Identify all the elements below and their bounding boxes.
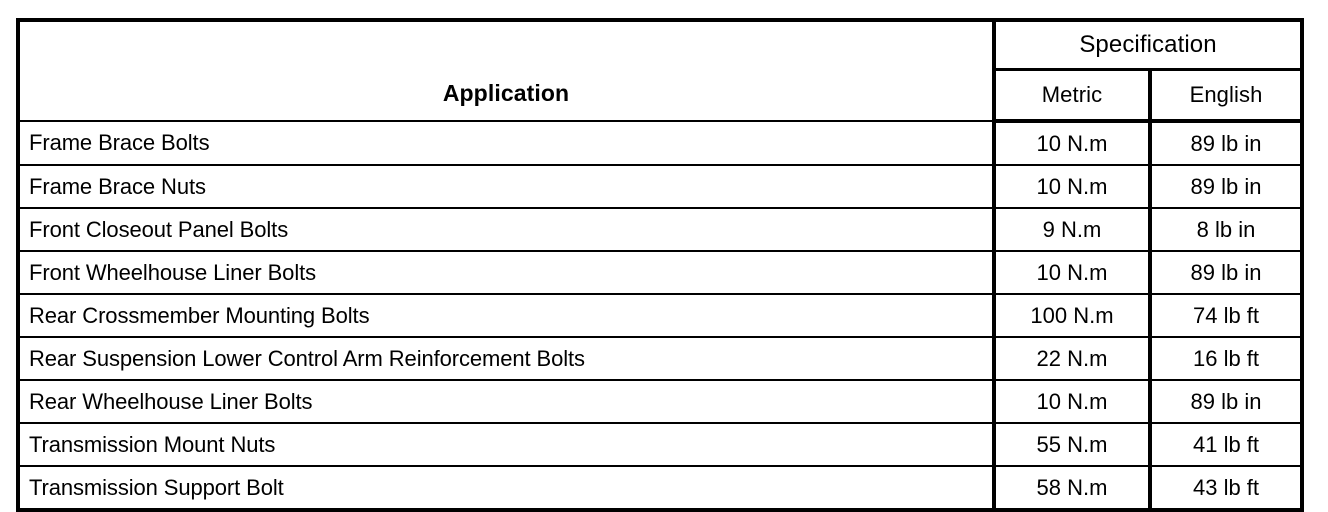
column-header-english: English (1148, 68, 1304, 124)
cell-metric: 55 N.m (993, 422, 1152, 467)
cell-metric: 10 N.m (993, 379, 1152, 424)
table-row: Rear Crossmember Mounting Bolts 100 N.m … (17, 293, 1304, 338)
cell-metric: 100 N.m (993, 293, 1152, 338)
cell-application: Frame Brace Bolts (17, 120, 996, 166)
cell-application: Front Closeout Panel Bolts (17, 207, 996, 252)
cell-english: 89 lb in (1148, 250, 1304, 295)
cell-metric: 9 N.m (993, 207, 1152, 252)
column-header-metric: Metric (992, 68, 1152, 124)
cell-application: Rear Crossmember Mounting Bolts (17, 293, 996, 338)
table-row: Front Closeout Panel Bolts 9 N.m 8 lb in (17, 207, 1304, 252)
table-body: Frame Brace Bolts 10 N.m 89 lb in Frame … (17, 120, 1304, 511)
cell-application: Transmission Support Bolt (17, 465, 996, 511)
cell-application: Frame Brace Nuts (17, 164, 996, 209)
table-row: Frame Brace Bolts 10 N.m 89 lb in (17, 120, 1304, 166)
cell-application: Front Wheelhouse Liner Bolts (17, 250, 996, 295)
header-row-sub: Metric English (18, 68, 1304, 124)
cell-english: 8 lb in (1148, 207, 1304, 252)
cell-metric: 58 N.m (993, 465, 1152, 511)
table-header: Application Specification Metric English (17, 19, 1304, 124)
column-header-specification-group: Specification (991, 19, 1304, 72)
cell-metric: 10 N.m (993, 164, 1152, 209)
cell-metric: 22 N.m (993, 336, 1152, 381)
cell-english: 89 lb in (1148, 120, 1304, 166)
column-header-application: Application (17, 19, 996, 122)
cell-english: 43 lb ft (1148, 465, 1304, 511)
cell-english: 41 lb ft (1148, 422, 1304, 467)
cell-english: 16 lb ft (1148, 336, 1304, 381)
page-root: Application Specification Metric English… (16, 18, 1305, 512)
cell-english: 74 lb ft (1148, 293, 1304, 338)
table-row: Rear Suspension Lower Control Arm Reinfo… (17, 336, 1304, 381)
header-row-top: Application Specification (17, 19, 1304, 122)
table-row: Rear Wheelhouse Liner Bolts 10 N.m 89 lb… (17, 379, 1304, 424)
table-row: Transmission Support Bolt 58 N.m 43 lb f… (17, 465, 1304, 511)
table-row: Frame Brace Nuts 10 N.m 89 lb in (17, 164, 1304, 209)
table-row: Transmission Mount Nuts 55 N.m 41 lb ft (17, 422, 1304, 467)
cell-english: 89 lb in (1148, 379, 1304, 424)
cell-application: Transmission Mount Nuts (17, 422, 996, 467)
cell-application: Rear Wheelhouse Liner Bolts (17, 379, 996, 424)
cell-english: 89 lb in (1148, 164, 1304, 209)
table-row: Front Wheelhouse Liner Bolts 10 N.m 89 l… (17, 250, 1304, 295)
cell-metric: 10 N.m (993, 120, 1152, 166)
cell-metric: 10 N.m (993, 250, 1152, 295)
fastener-specification-table: Application Specification Metric English… (16, 18, 1305, 512)
cell-application: Rear Suspension Lower Control Arm Reinfo… (17, 336, 996, 381)
